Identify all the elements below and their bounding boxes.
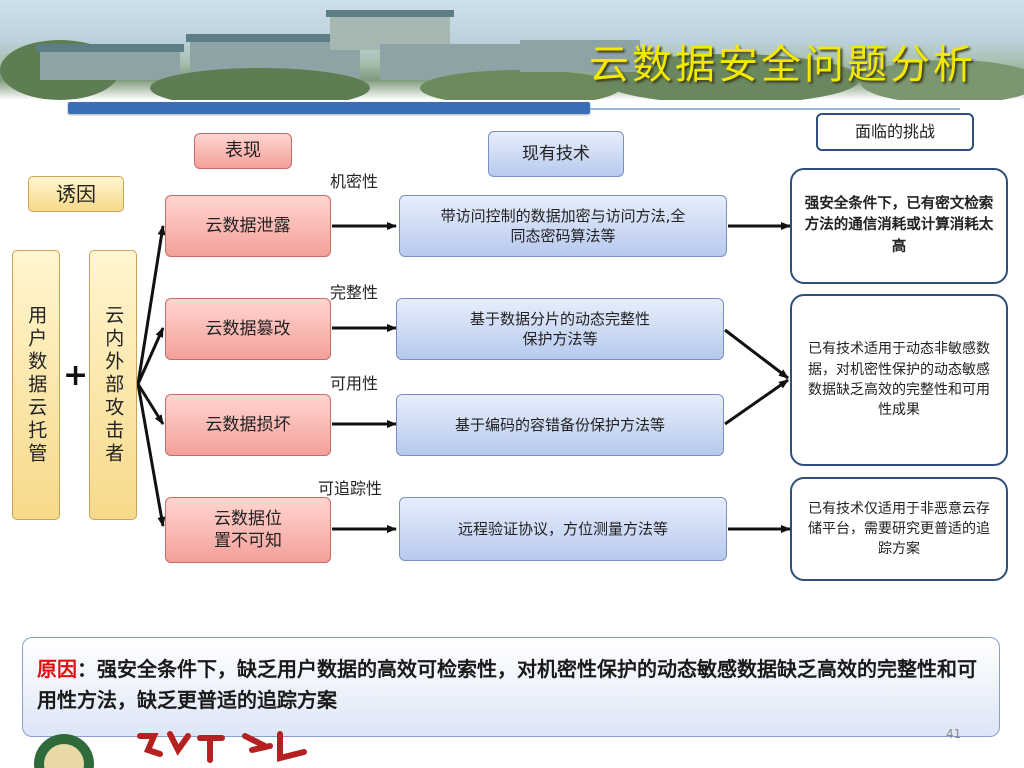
arrow-tech-challenge-2 <box>724 328 789 380</box>
header-banner <box>0 0 1024 100</box>
tech-fault-tolerance: 基于编码的容错备份保护方法等 <box>396 394 724 456</box>
accent-bar <box>68 102 590 114</box>
tech-integrity-protection: 基于数据分片的动态完整性保护方法等 <box>396 298 724 360</box>
property-label-confidentiality: 机密性 <box>330 172 379 191</box>
header-manifestation: 表现 <box>194 133 292 169</box>
header-challenges: 面临的挑战 <box>816 113 974 151</box>
issue-tampering: 云数据篡改 <box>165 298 331 360</box>
attacker-box: 云内外部攻击者 <box>89 250 137 520</box>
fan-arrow-1 <box>136 225 166 385</box>
challenge-retrieval-cost: 强安全条件下，已有密文检索方法的通信消耗或计算消耗太高 <box>790 168 1008 284</box>
accent-line <box>590 108 960 110</box>
property-label-integrity: 完整性 <box>330 283 379 302</box>
challenge-tracing: 已有技术仅适用于非恶意云存储平台，需要研究更普适的追踪方案 <box>790 477 1008 581</box>
header-cause: 诱因 <box>28 176 124 212</box>
tech-remote-verification: 远程验证协议，方位测量方法等 <box>399 497 727 561</box>
arrow-tech-challenge-3 <box>724 378 789 426</box>
challenge-integrity-availability: 已有技术适用于动态非敏感数据，对机密性保护的动态敏感数据缺乏高效的完整性和可用性… <box>790 294 1008 466</box>
fan-arrow-3 <box>136 383 165 425</box>
property-label-availability: 可用性 <box>330 374 379 393</box>
cause-summary: 原因：强安全条件下，缺乏用户数据的高效可检索性，对机密性保护的动态敏感数据缺乏高… <box>22 637 1000 737</box>
property-label-traceability: 可追踪性 <box>318 479 383 498</box>
slide-title: 云数据安全问题分析 <box>589 42 976 88</box>
issue-damage: 云数据损坏 <box>165 394 331 456</box>
page-number: 41 <box>946 727 962 741</box>
header-existing-tech: 现有技术 <box>488 131 624 177</box>
user-data-hosting-box: 用户数据云托管 <box>12 250 60 520</box>
fan-arrow-4 <box>136 383 166 527</box>
fan-arrow-2 <box>136 327 165 385</box>
cause-summary-lead: 原因 <box>37 657 77 681</box>
university-logo <box>34 731 307 768</box>
plus-sign: + <box>63 358 89 393</box>
tech-encryption: 带访问控制的数据加密与访问方法,全同态密码算法等 <box>399 195 727 257</box>
cause-summary-text: ：强安全条件下，缺乏用户数据的高效可检索性，对机密性保护的动态敏感数据缺乏高效的… <box>37 657 977 712</box>
issue-leakage: 云数据泄露 <box>165 195 331 257</box>
issue-unknown-location: 云数据位置不可知 <box>165 497 331 563</box>
